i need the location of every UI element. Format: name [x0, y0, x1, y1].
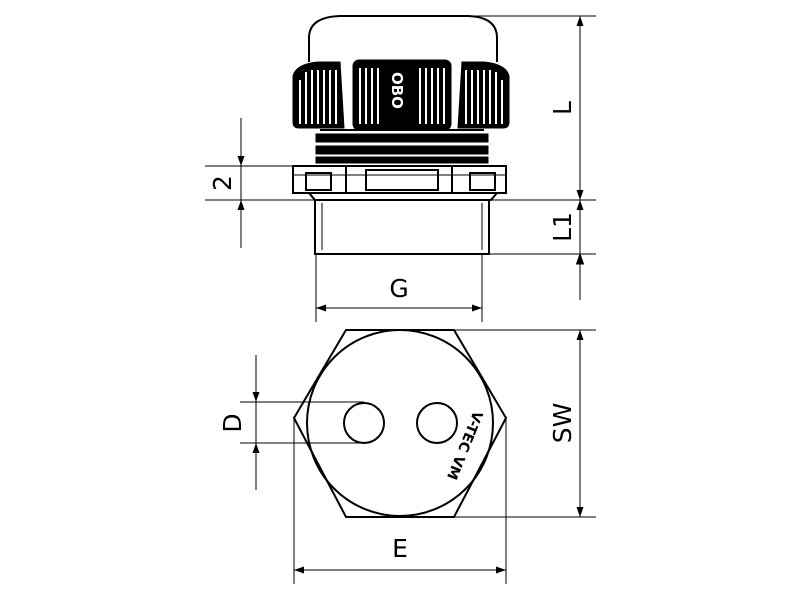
- seal-hole-right: [416, 402, 458, 444]
- side-view: OBO: [205, 15, 596, 322]
- dome-cap: [308, 15, 498, 62]
- dim-D-label: D: [218, 413, 247, 432]
- dim-L-label: L: [548, 101, 577, 115]
- dim-SW-label: SW: [548, 403, 577, 444]
- flange: [292, 165, 507, 194]
- dim-G-label: G: [389, 274, 408, 303]
- top-extension-lines: [240, 329, 596, 584]
- dim-E-label: E: [392, 534, 408, 563]
- dim-2-label: 2: [208, 175, 237, 191]
- connection-thread: [308, 192, 498, 255]
- brand-logo-text: OBO: [388, 72, 406, 109]
- seal-hole-left: [343, 402, 385, 444]
- body-circle: [306, 329, 494, 517]
- extension-lines: [205, 15, 596, 322]
- cap-nut: OBO: [292, 59, 510, 131]
- dim-L1-label: L1: [548, 212, 577, 242]
- top-view: V-TEC VM D SW E: [218, 329, 596, 584]
- thread: [315, 129, 489, 164]
